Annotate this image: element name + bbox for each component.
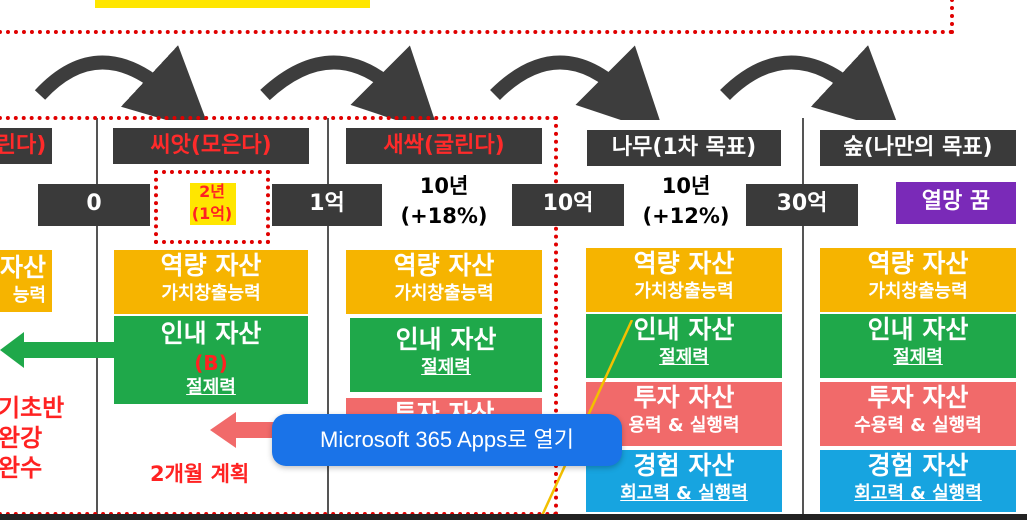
stage-header-sprout: 새싹(굴린다): [346, 128, 542, 164]
value-4: 열망 꿈: [896, 182, 1016, 224]
curved-arrows: [34, 45, 902, 120]
seed-patience-box: 인내 자산 (B) 절제력: [114, 316, 308, 404]
arrow-3-icon: [490, 45, 665, 120]
patience-b-label: (B): [194, 351, 228, 375]
seed-capability-box: 역량 자산 가치창출능력: [114, 250, 308, 314]
stage-header-forest: 숲(나만의 목표): [820, 130, 1016, 166]
open-in-m365-button[interactable]: Microsoft 365 Apps로 열기: [272, 414, 622, 466]
tree-patience-box: 인내 자산 절제력: [586, 314, 782, 378]
left-capability-box: 자산 능력: [0, 250, 52, 312]
bottom-dark-strip: [0, 514, 1027, 520]
left-note-2: 완강: [0, 424, 43, 452]
value-3: 30억: [746, 184, 858, 226]
left-arrow-icon: [0, 332, 120, 368]
forest-invest-box: 투자 자산 수용력 & 실행력: [820, 382, 1016, 446]
value-0: 0: [38, 184, 150, 226]
left-note-1: 기초반: [0, 394, 65, 422]
arrow-1-icon: [34, 45, 212, 120]
stage-header-0: 린다): [0, 128, 52, 164]
arrow-2-icon: [260, 45, 440, 120]
top-dotted-frame: [0, 0, 954, 34]
tree-experience-box: 경험 자산 회고력 & 실행력: [586, 450, 782, 512]
growth-1-years: 2년: [199, 182, 225, 201]
growth-2-rate: (+18%): [400, 204, 488, 228]
growth-2-years: 10년: [419, 174, 469, 198]
forest-capability-box: 역량 자산 가치창출능력: [820, 248, 1016, 312]
growth-3-years: 10년: [661, 174, 711, 198]
left-note-3: 완수: [0, 454, 43, 482]
sprout-patience-box: 인내 자산 절제력: [350, 318, 542, 392]
growth-1-amount: (1억): [191, 204, 233, 223]
divider-2: [327, 118, 329, 518]
stage-header-tree: 나무(1차 목표): [587, 130, 781, 166]
stage-header-seed: 씨앗(모은다): [113, 128, 309, 164]
arrow-4-icon: [720, 45, 902, 120]
value-1: 1억: [272, 184, 382, 226]
value-2: 10억: [512, 184, 624, 226]
forest-patience-box: 인내 자산 절제력: [820, 314, 1016, 378]
sprout-capability-box: 역량 자산 가치창출능력: [346, 250, 542, 314]
open-in-m365-label: Microsoft 365 Apps로 열기: [320, 427, 574, 452]
divider-1: [96, 118, 98, 518]
growth-1-box: [154, 170, 270, 244]
growth-3-rate: (+12%): [642, 204, 730, 228]
plan-label: 2개월 계획: [150, 462, 250, 486]
top-highlight-strip: [95, 0, 370, 8]
divider-3: [802, 118, 804, 518]
forest-experience-box: 경험 자산 회고력 & 실행력: [820, 450, 1016, 512]
tree-capability-box: 역량 자산 가치창출능력: [586, 248, 782, 312]
